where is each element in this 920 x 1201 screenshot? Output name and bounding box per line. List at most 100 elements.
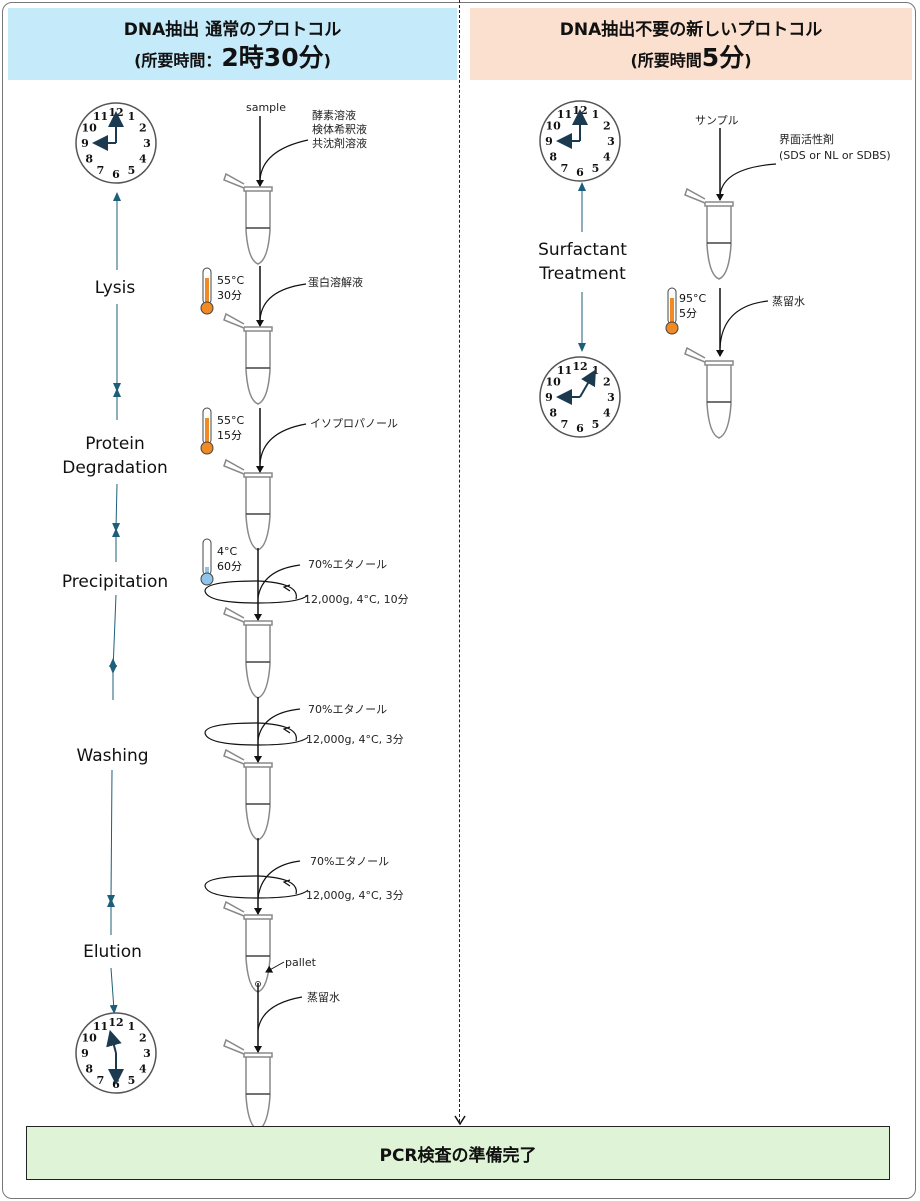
reagent-label: 70%エタノール — [308, 703, 388, 716]
thermometer-icon — [200, 267, 214, 315]
pallet-label: pallet — [285, 956, 316, 969]
reagent-label: 70%エタノール — [310, 855, 390, 868]
tube-icon — [684, 346, 734, 439]
left-header-title: DNA抽出 通常のプロトコル — [123, 20, 342, 40]
svg-text:6: 6 — [112, 1078, 120, 1091]
stage-surfactant: Surfactant — [538, 240, 627, 260]
svg-text:1: 1 — [592, 364, 600, 377]
completion-banner: PCR検査の準備完了 — [26, 1126, 890, 1180]
time-label: 60分 — [217, 560, 242, 573]
sample-label: サンプル — [695, 114, 739, 127]
svg-text:9: 9 — [545, 391, 553, 404]
reagent-label: イソプロパノール — [310, 417, 398, 430]
svg-text:2: 2 — [139, 1032, 147, 1045]
tube-icon — [684, 187, 734, 280]
tube-icon — [223, 172, 273, 265]
left-header: DNA抽出 通常のプロトコル (所要時間：2時30分) — [8, 8, 457, 80]
svg-text:5: 5 — [128, 1074, 136, 1087]
temp-label: 55°C — [217, 414, 245, 427]
svg-text:2: 2 — [603, 376, 611, 389]
svg-text:8: 8 — [549, 407, 557, 420]
svg-text:1: 1 — [592, 108, 600, 121]
svg-text:4: 4 — [139, 1063, 147, 1076]
reagent-label: (SDS or NL or SDBS) — [779, 149, 891, 162]
svg-text:12: 12 — [572, 360, 587, 373]
svg-text:4: 4 — [603, 407, 611, 420]
temp-label: 95°C — [679, 292, 707, 305]
svg-text:6: 6 — [576, 166, 584, 179]
right-header-duration: (所要時間5分) — [630, 43, 752, 72]
tube-group — [223, 172, 734, 1131]
svg-text:2: 2 — [139, 122, 147, 135]
svg-text:5: 5 — [592, 162, 600, 175]
time-label: 15分 — [217, 429, 242, 442]
left-header-duration: (所要時間：2時30分) — [134, 43, 331, 72]
svg-text:7: 7 — [561, 162, 569, 175]
svg-text:9: 9 — [81, 1047, 89, 1060]
reagent-label: 酵素溶液 — [312, 109, 356, 122]
svg-text:5: 5 — [128, 164, 136, 177]
reagent-label: 70%エタノール — [308, 558, 388, 571]
temp-label: 55°C — [217, 274, 245, 287]
tube-icon — [223, 1038, 273, 1131]
tube-icon — [223, 312, 273, 405]
svg-text:8: 8 — [549, 151, 557, 164]
svg-text:12: 12 — [108, 1016, 123, 1029]
svg-text:12: 12 — [108, 106, 123, 119]
svg-text:7: 7 — [97, 164, 105, 177]
svg-text:9: 9 — [545, 135, 553, 148]
time-label: 5分 — [679, 307, 697, 320]
svg-text:11: 11 — [557, 364, 572, 377]
thermometer-cold-icon — [200, 538, 214, 586]
svg-text:10: 10 — [545, 120, 561, 133]
svg-text:11: 11 — [557, 108, 572, 121]
time-label: 30分 — [217, 289, 242, 302]
svg-text:6: 6 — [576, 422, 584, 435]
svg-text:11: 11 — [93, 110, 108, 123]
svg-text:5: 5 — [592, 418, 600, 431]
reagent-label: 共沈剤溶液 — [312, 137, 367, 150]
stage-treatment: Treatment — [539, 264, 626, 284]
svg-text:3: 3 — [607, 135, 615, 148]
completion-text: PCR検査の準備完了 — [379, 1145, 537, 1166]
column-divider — [459, 0, 460, 1122]
svg-text:2: 2 — [603, 120, 611, 133]
tube-icon — [223, 900, 273, 993]
thermometer-icon — [200, 407, 214, 455]
stage-precipitation: Precipitation — [61, 572, 169, 592]
tube-icon — [223, 458, 273, 551]
stage-elution: Elution — [83, 942, 142, 962]
svg-text:8: 8 — [85, 1063, 93, 1076]
temp-label: 4°C — [217, 545, 238, 558]
svg-text:8: 8 — [85, 153, 93, 166]
svg-text:3: 3 — [143, 1047, 151, 1060]
thermometer-icon — [665, 287, 679, 335]
right-header: DNA抽出不要の新しいプロトコル (所要時間5分) — [470, 8, 912, 80]
reagent-label: 検体希釈液 — [312, 123, 367, 136]
centrifuge-label: 12,000g, 4°C, 10分 — [304, 593, 409, 606]
svg-text:12: 12 — [572, 104, 587, 117]
svg-text:10: 10 — [545, 376, 561, 389]
centrifuge-label: 12,000g, 4°C, 3分 — [306, 889, 404, 902]
stage-degradation: Degradation — [62, 458, 168, 478]
svg-text:10: 10 — [81, 1032, 97, 1045]
svg-text:7: 7 — [561, 418, 569, 431]
tube-icon — [223, 606, 273, 699]
svg-text:6: 6 — [112, 168, 120, 181]
svg-text:9: 9 — [81, 137, 89, 150]
stage-protein: Protein — [85, 434, 145, 454]
reagent-label: 蒸留水 — [772, 295, 805, 308]
stage-washing: Washing — [76, 746, 149, 766]
svg-text:11: 11 — [93, 1020, 108, 1033]
reagent-label: 界面活性剤 — [779, 133, 834, 146]
reagent-label: 蛋白溶解液 — [308, 276, 363, 289]
right-header-title: DNA抽出不要の新しいプロトコル — [559, 20, 823, 40]
centrifuge-label: 12,000g, 4°C, 3分 — [306, 733, 404, 746]
reagent-label: 蒸留水 — [307, 991, 340, 1004]
svg-text:4: 4 — [603, 151, 611, 164]
svg-text:3: 3 — [143, 137, 151, 150]
